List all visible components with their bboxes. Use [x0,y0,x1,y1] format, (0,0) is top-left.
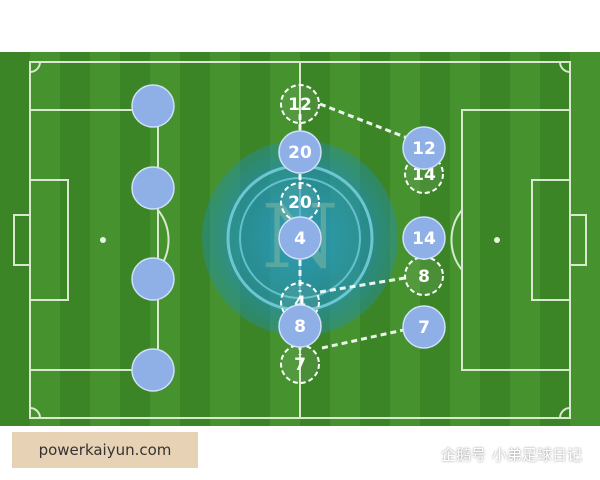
player-token [402,305,446,349]
player-token [278,130,322,174]
left-penalty-spot [100,237,106,243]
player-20: 20 [278,130,322,174]
player-tokens: 20 4 8 12 14 7 [131,84,446,392]
penguin-icon [421,447,434,462]
player-token [131,348,175,392]
ghost-position-7: 7 [280,344,320,384]
player-token [278,304,322,348]
player-number: 4 [294,229,306,249]
player-7: 7 [402,305,446,349]
ghost-position-8: 8 [404,256,444,296]
player-token [402,216,446,260]
player-defender-4 [131,348,175,392]
player-14: 14 [402,216,446,260]
ghost-number: 14 [412,165,436,185]
ghost-position-12: 12 [280,84,320,124]
player-8: 8 [278,304,322,348]
ghost-number: 20 [288,193,312,213]
right-penalty-spot [494,237,500,243]
player-4: 4 [278,216,322,260]
player-number: 20 [288,143,312,163]
watermark-account: 小弟足球日记 [491,446,582,464]
ghost-token [280,84,320,124]
ghost-position-20: 20 [280,182,320,222]
player-number: 12 [412,139,436,159]
player-number: 7 [418,318,430,338]
watermark: 企鹅号 小弟足球日记 [421,444,582,465]
ghost-token [280,182,320,222]
player-defender-2 [131,166,175,210]
ghost-number: 8 [418,267,430,287]
player-number: 14 [412,229,436,249]
player-token [278,216,322,260]
site-label[interactable]: powerkaiyun.com [12,432,198,468]
player-defender-3 [131,257,175,301]
player-12: 12 [402,126,446,170]
player-number: 8 [294,317,306,337]
watermark-platform: 企鹅号 [440,446,486,464]
pitch-markings [13,61,587,419]
player-token [131,166,175,210]
player-defender-1 [131,84,175,128]
player-token [131,257,175,301]
site-label-text: powerkaiyun.com [38,441,172,459]
player-token [131,84,175,128]
player-token [402,126,446,170]
ghost-number: 7 [294,355,306,375]
ghost-number: 12 [288,95,312,115]
